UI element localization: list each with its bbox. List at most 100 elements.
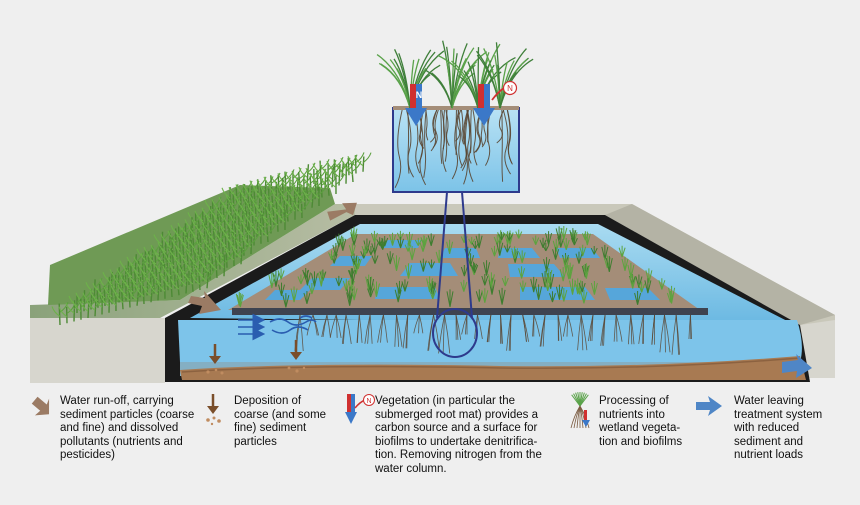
mat-plant bbox=[370, 230, 378, 243]
mat-plant bbox=[605, 256, 613, 273]
mat-plant bbox=[290, 286, 298, 303]
magnifier-loupe bbox=[432, 191, 478, 358]
crop-plant bbox=[123, 263, 141, 284]
inset-grass-blade bbox=[457, 74, 479, 109]
inset-grass-blade bbox=[425, 69, 453, 109]
crop-plant bbox=[276, 207, 294, 231]
mat-plant bbox=[668, 285, 676, 304]
mat-plant bbox=[543, 257, 551, 272]
mat-plant bbox=[575, 251, 583, 264]
inset-root bbox=[440, 109, 443, 164]
inflow-lines bbox=[238, 313, 317, 341]
mat-plant bbox=[282, 293, 290, 308]
inset-root bbox=[445, 109, 450, 147]
crop-plant bbox=[198, 268, 216, 289]
root-bundle bbox=[341, 314, 352, 344]
root-bundle bbox=[638, 314, 645, 344]
legend-icons: N bbox=[31, 392, 722, 429]
mat-plant bbox=[618, 245, 626, 258]
mat-plant bbox=[429, 288, 437, 300]
mat-plant bbox=[555, 284, 563, 300]
mat-plant bbox=[308, 282, 316, 295]
root-bundle bbox=[356, 314, 363, 343]
inset-root bbox=[406, 109, 415, 178]
inset-root bbox=[407, 109, 410, 174]
mat-plant bbox=[590, 281, 598, 295]
mat-plant bbox=[460, 264, 468, 277]
crop-plant bbox=[340, 154, 358, 176]
mat-plant bbox=[582, 263, 590, 279]
root-bundle bbox=[321, 314, 331, 338]
mat-plant bbox=[545, 231, 553, 246]
root-bundle bbox=[539, 314, 546, 347]
mat-plant bbox=[544, 278, 552, 291]
mat-plant bbox=[498, 231, 505, 241]
inset-roots bbox=[394, 109, 513, 188]
inset-root bbox=[444, 109, 448, 162]
mat-plant bbox=[328, 250, 336, 261]
mat-plant bbox=[426, 276, 434, 293]
inset-grass-blade bbox=[476, 54, 501, 109]
inset-root bbox=[473, 109, 482, 154]
root-bundle bbox=[486, 314, 492, 343]
mat-plant bbox=[414, 237, 422, 246]
mat-plant bbox=[519, 280, 527, 293]
mat-plant bbox=[367, 286, 375, 298]
mat-plant bbox=[297, 274, 305, 285]
mat-plant bbox=[361, 244, 369, 256]
mat-plant bbox=[518, 266, 526, 279]
inset-grass bbox=[376, 40, 534, 109]
mat-plant bbox=[397, 236, 405, 249]
mat-plant bbox=[560, 225, 568, 240]
crop-plant bbox=[191, 271, 209, 291]
mat-plant bbox=[481, 274, 489, 286]
mat-plant bbox=[569, 228, 577, 243]
inset-root bbox=[430, 109, 438, 152]
mat-plant bbox=[408, 246, 416, 261]
crop-plant bbox=[354, 152, 372, 172]
mat-plant bbox=[339, 236, 347, 251]
submerged-root-mat bbox=[294, 314, 692, 355]
mat-plant bbox=[350, 226, 358, 241]
mat-plant bbox=[278, 282, 286, 296]
mat-plant bbox=[483, 260, 491, 276]
inset-root-detail: N N bbox=[376, 40, 534, 193]
root-bundle bbox=[329, 314, 342, 338]
mat-plant bbox=[481, 288, 489, 303]
legend-nitrogen-label: N bbox=[366, 398, 371, 405]
root-bundle bbox=[377, 314, 388, 343]
inset-root bbox=[485, 109, 492, 166]
mat-plant bbox=[578, 281, 586, 293]
mat-plant bbox=[405, 263, 413, 279]
mat-plant bbox=[634, 290, 642, 305]
mat-plant bbox=[350, 286, 358, 301]
mat-plant bbox=[302, 267, 310, 280]
mat-plant bbox=[277, 268, 285, 280]
inset-root bbox=[423, 109, 427, 178]
crop-plant bbox=[327, 174, 345, 195]
root-bundle bbox=[651, 314, 655, 345]
root-bundle bbox=[613, 314, 623, 342]
mat-plant bbox=[378, 239, 386, 249]
inset-root bbox=[502, 109, 512, 175]
mat-plant bbox=[428, 259, 435, 269]
inset-root bbox=[457, 109, 463, 166]
sediment-deposition-arrows bbox=[206, 340, 306, 375]
inset-root bbox=[455, 109, 462, 142]
mat-plant bbox=[394, 287, 402, 303]
root-bundle bbox=[600, 314, 606, 346]
crop-plant bbox=[114, 288, 132, 310]
root-bundle bbox=[394, 314, 403, 347]
mat-plant bbox=[658, 278, 666, 290]
mat-plant bbox=[496, 240, 504, 256]
mat-plant bbox=[404, 242, 412, 252]
mat-plant bbox=[371, 253, 379, 264]
crop-plant bbox=[344, 160, 362, 183]
mat-plant bbox=[511, 246, 519, 259]
crop-plant bbox=[232, 244, 250, 265]
root-bundle bbox=[306, 314, 320, 336]
mat-plant bbox=[532, 235, 540, 246]
mat-plant bbox=[401, 279, 409, 292]
mat-plant bbox=[581, 231, 589, 241]
